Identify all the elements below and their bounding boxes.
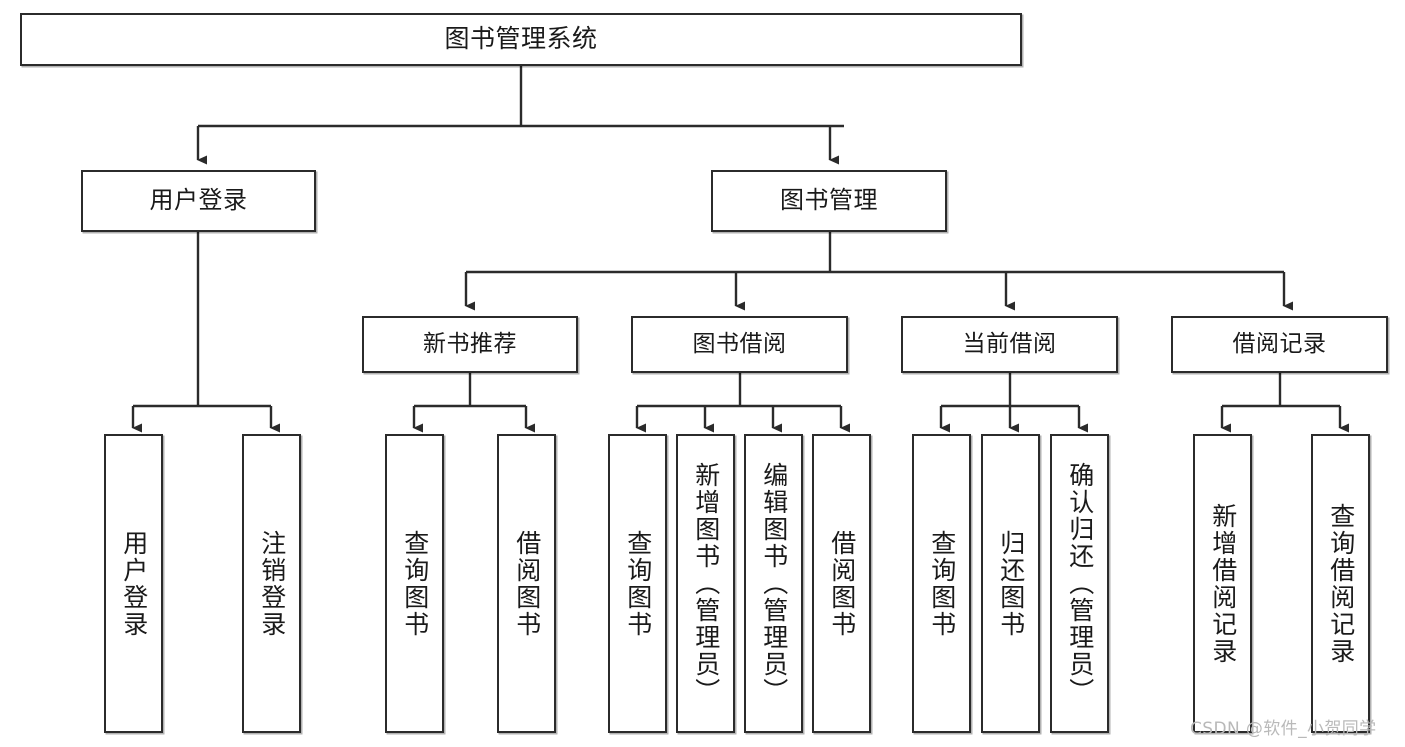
leaf-add-book-admin[interactable]: 新增图书（管理员） xyxy=(676,434,735,733)
node-label: 借阅图书 xyxy=(512,529,542,638)
leaf-add-borrow-record[interactable]: 新增借阅记录 xyxy=(1193,434,1252,733)
leaf-logout[interactable]: 注销登录 xyxy=(242,434,301,733)
node-label: 归还图书 xyxy=(996,529,1026,638)
node-borrow-record[interactable]: 借阅记录 xyxy=(1171,316,1388,373)
node-root-system[interactable]: 图书管理系统 xyxy=(20,13,1022,66)
node-label: 用户登录 xyxy=(119,529,149,638)
node-label: 图书管理 xyxy=(780,186,878,215)
node-label: 借阅记录 xyxy=(1232,331,1327,358)
node-label: 查询图书 xyxy=(400,529,430,638)
node-label: 图书管理系统 xyxy=(444,24,598,54)
node-book-management[interactable]: 图书管理 xyxy=(711,170,947,232)
node-label: 新增图书（管理员） xyxy=(691,462,721,705)
csdn-watermark: CSDN @软件_小贺同学 xyxy=(1190,719,1377,739)
node-label: 新增借阅记录 xyxy=(1208,502,1238,665)
leaf-borrow-query-book[interactable]: 查询图书 xyxy=(608,434,667,733)
node-label: 查询图书 xyxy=(623,529,653,638)
node-current-borrow[interactable]: 当前借阅 xyxy=(901,316,1118,373)
node-book-borrow[interactable]: 图书借阅 xyxy=(631,316,848,373)
leaf-current-query-book[interactable]: 查询图书 xyxy=(912,434,971,733)
node-label: 查询借阅记录 xyxy=(1326,502,1356,665)
node-label: 图书借阅 xyxy=(692,331,787,358)
leaf-new-book-borrow[interactable]: 借阅图书 xyxy=(497,434,556,733)
leaf-borrow-book[interactable]: 借阅图书 xyxy=(812,434,871,733)
leaf-query-borrow-record[interactable]: 查询借阅记录 xyxy=(1311,434,1370,733)
leaf-user-login[interactable]: 用户登录 xyxy=(104,434,163,733)
leaf-new-book-query[interactable]: 查询图书 xyxy=(385,434,444,733)
leaf-confirm-return-admin[interactable]: 确认归还（管理员） xyxy=(1050,434,1109,733)
node-label: 新书推荐 xyxy=(423,331,517,358)
node-label: 查询图书 xyxy=(927,529,957,638)
node-label: 编辑图书（管理员） xyxy=(759,462,789,705)
leaf-edit-book-admin[interactable]: 编辑图书（管理员） xyxy=(744,434,803,733)
node-label: 借阅图书 xyxy=(827,529,857,638)
node-label: 当前借阅 xyxy=(962,331,1057,358)
node-user-login[interactable]: 用户登录 xyxy=(81,170,316,232)
node-label: 用户登录 xyxy=(149,186,248,215)
node-label: 注销登录 xyxy=(257,529,287,638)
node-new-book-recommend[interactable]: 新书推荐 xyxy=(362,316,578,373)
node-label: 确认归还（管理员） xyxy=(1065,462,1095,705)
leaf-return-book[interactable]: 归还图书 xyxy=(981,434,1040,733)
